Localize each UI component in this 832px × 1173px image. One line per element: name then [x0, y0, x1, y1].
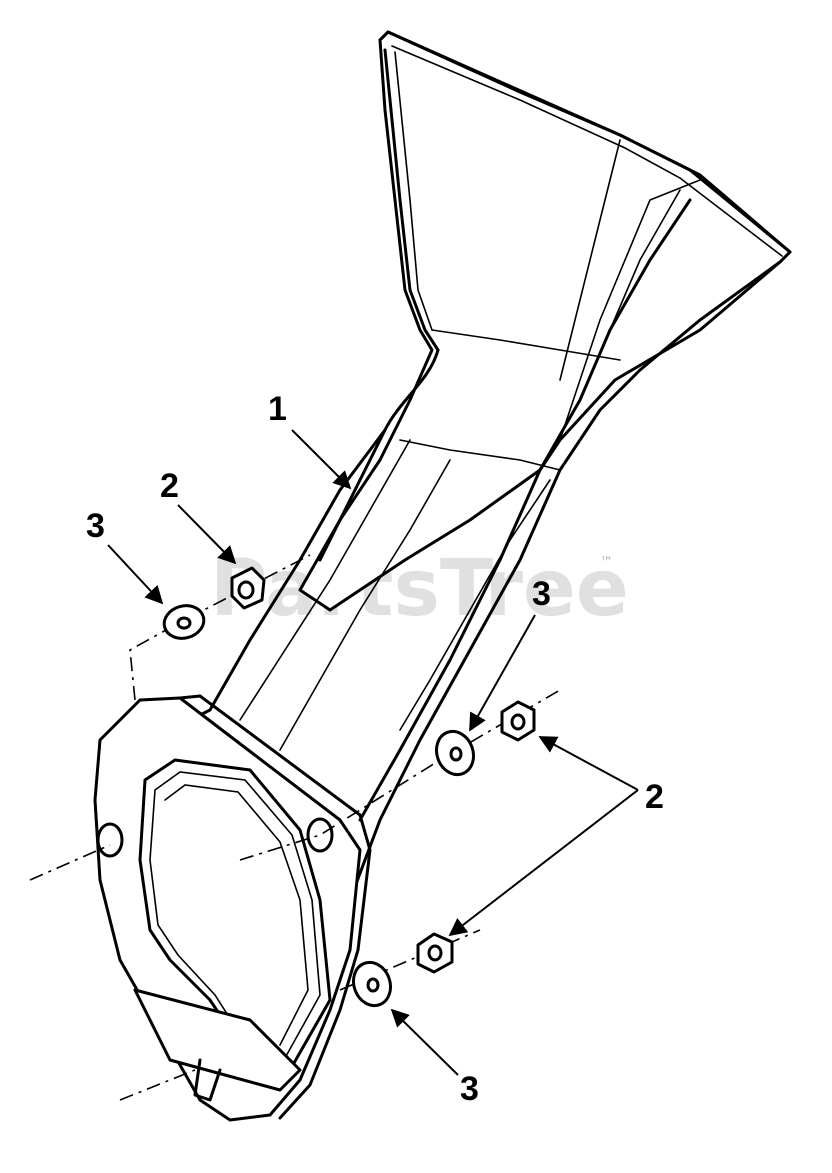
hex-nut-icon	[416, 932, 454, 974]
callout-part-1: 1	[268, 390, 287, 428]
callout-part-2-right: 2	[645, 778, 664, 816]
watermark-text: PartsTree	[210, 544, 629, 634]
watermark-trademark: ™	[600, 555, 613, 570]
callout-part-3-right-upper: 3	[532, 575, 551, 613]
callout-part-3-right-lower: 3	[460, 1070, 479, 1108]
discharge-chute-icon	[93, 30, 792, 1122]
flat-washer-icon	[162, 604, 206, 640]
leader-part-1	[291, 429, 352, 490]
leader-part-2-right-a	[538, 736, 639, 791]
leader-part-2-left	[177, 504, 237, 565]
leader-part-3-right-lower	[390, 1008, 459, 1076]
flat-washer-icon	[434, 729, 476, 777]
flat-washer-icon	[351, 960, 393, 1008]
callout-part-2-left: 2	[160, 467, 179, 505]
leader-part-2-right-b	[448, 789, 639, 937]
hex-nut-icon	[500, 700, 536, 742]
leader-part-3-right-upper	[469, 614, 536, 732]
leader-part-3-left	[107, 544, 164, 605]
hex-nut-icon	[230, 566, 266, 610]
callout-part-3-left: 3	[86, 507, 105, 545]
